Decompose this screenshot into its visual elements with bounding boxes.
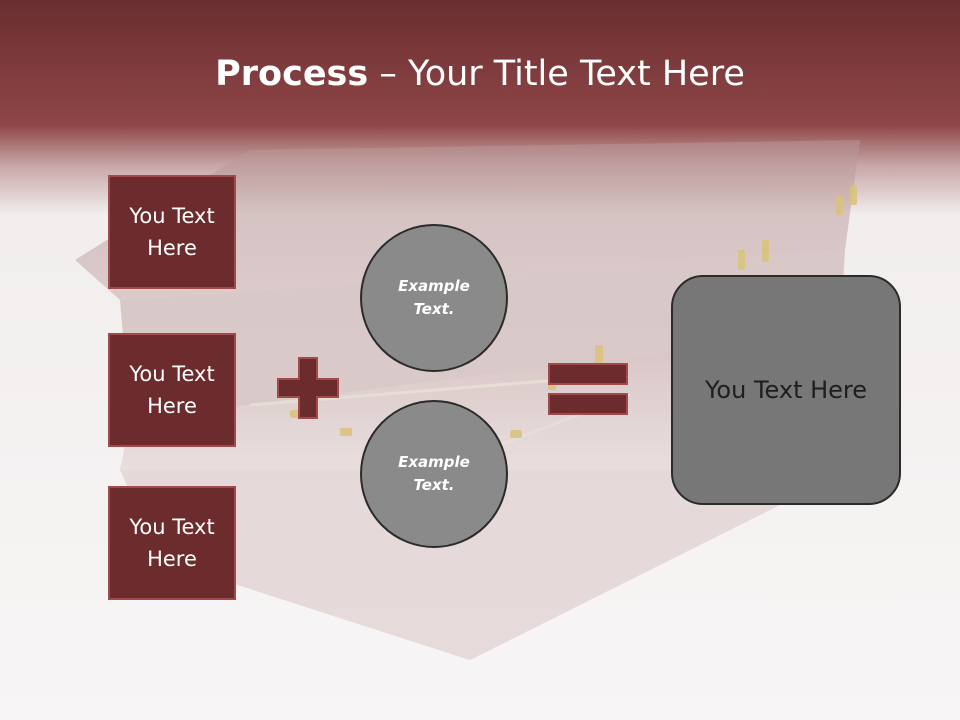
example-circle-1[interactable]: Example Text. xyxy=(360,224,508,372)
title-bold-part: Process xyxy=(215,54,369,94)
equals-icon xyxy=(548,363,628,415)
text-box-1[interactable]: You Text Here xyxy=(108,175,236,289)
example-circle-2-label: Example Text. xyxy=(398,453,470,494)
slide-title: Process – Your Title Text Here xyxy=(0,48,960,100)
text-box-3[interactable]: You Text Here xyxy=(108,486,236,600)
title-rest-part: – Your Title Text Here xyxy=(368,54,745,94)
result-box[interactable]: You Text Here xyxy=(671,275,901,505)
text-box-2[interactable]: You Text Here xyxy=(108,333,236,447)
example-circle-2[interactable]: Example Text. xyxy=(360,400,508,548)
text-box-1-label: You Text Here xyxy=(129,204,215,260)
text-box-2-label: You Text Here xyxy=(129,362,215,418)
text-box-3-label: You Text Here xyxy=(129,515,215,571)
example-circle-1-label: Example Text. xyxy=(398,277,470,318)
plus-icon xyxy=(277,357,339,419)
result-box-label: You Text Here xyxy=(704,376,868,404)
